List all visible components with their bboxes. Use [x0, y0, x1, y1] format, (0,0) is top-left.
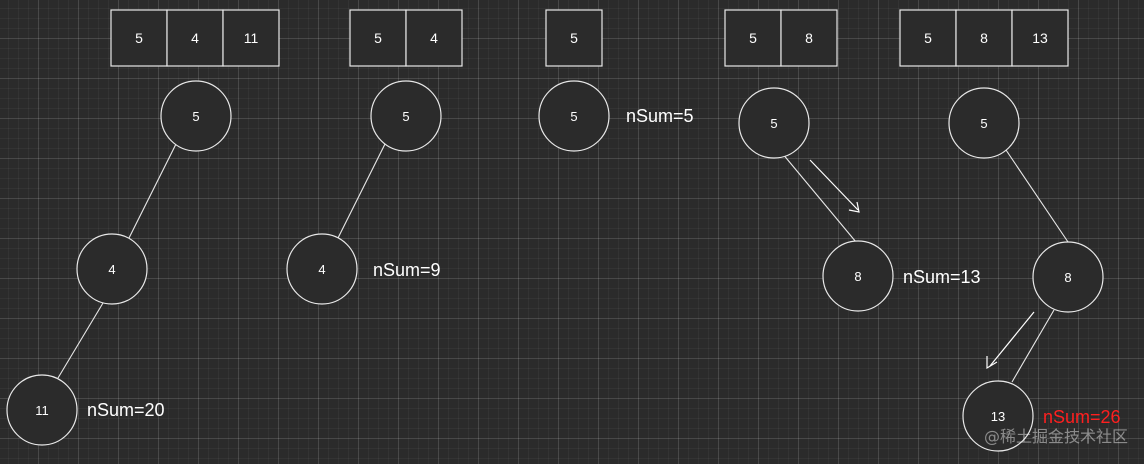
tree-node	[738, 87, 810, 159]
array-cell-value: 8	[805, 30, 813, 46]
tree-node-value: 5	[402, 109, 409, 124]
tree-node-value: 5	[770, 116, 777, 131]
array-cell-value: 5	[374, 30, 382, 46]
traversal-arrow	[986, 311, 1035, 370]
array-cell	[166, 9, 224, 67]
tree-node-value: 8	[854, 269, 861, 284]
tree-node	[822, 240, 894, 312]
tree-edge	[1005, 149, 1069, 243]
sum-label-highlight: nSum=26	[1043, 407, 1121, 427]
tree-node-value: 5	[192, 109, 199, 124]
sum-label: nSum=9	[373, 260, 441, 280]
tree-node	[1032, 241, 1104, 313]
watermark: @稀土掘金技术社区	[984, 427, 1128, 446]
tree-edge	[1011, 309, 1055, 383]
array-cell-value: 5	[749, 30, 757, 46]
array-cell	[222, 9, 280, 67]
tree-edge	[336, 143, 386, 241]
array-cell	[545, 9, 603, 67]
array-cell-value: 4	[191, 30, 199, 46]
array-cell	[405, 9, 463, 67]
panel-5: 5 8 13 5 8 13 nSum=26	[899, 9, 1121, 452]
sum-label: nSum=20	[87, 400, 165, 420]
path-array: 5 8	[724, 9, 838, 67]
tree-node-value: 4	[318, 262, 325, 277]
tree-node	[538, 80, 610, 152]
tree-edge	[781, 152, 857, 243]
panel-1: 5 4 11 5 4 11 nSum=20	[6, 9, 280, 446]
tree-node-value: 5	[980, 116, 987, 131]
tree-node-value: 5	[570, 109, 577, 124]
sum-label: nSum=5	[626, 106, 694, 126]
array-cell-value: 11	[244, 30, 259, 46]
tree-node	[76, 233, 148, 305]
array-cell	[780, 9, 838, 67]
tree-node-value: 11	[35, 403, 49, 418]
tree-node	[948, 87, 1020, 159]
array-cell	[1011, 9, 1069, 67]
tree-node	[160, 80, 232, 152]
path-array: 5 8 13	[899, 9, 1069, 67]
array-cell	[110, 9, 168, 67]
array-cell-value: 13	[1032, 30, 1048, 46]
path-array: 5 4 11	[110, 9, 280, 67]
tree-node	[370, 80, 442, 152]
array-cell-value: 5	[570, 30, 578, 46]
panel-4: 5 8 5 8 nSum=13	[724, 9, 981, 312]
path-array: 5	[545, 9, 603, 67]
path-array: 5 4	[349, 9, 463, 67]
panel-3: 5 5 nSum=5	[538, 9, 694, 152]
tree-node	[962, 380, 1034, 452]
array-cell-value: 4	[430, 30, 438, 46]
tree-node-value: 8	[1064, 270, 1071, 285]
array-cell	[349, 9, 407, 67]
tree-node	[6, 374, 78, 446]
tree-node	[286, 233, 358, 305]
panel-2: 5 4 5 4 nSum=9	[286, 9, 463, 305]
tree-edge	[127, 143, 177, 241]
array-cell-value: 8	[980, 30, 988, 46]
array-cell-value: 5	[924, 30, 932, 46]
tree-node-value: 13	[991, 409, 1005, 424]
array-cell-value: 5	[135, 30, 143, 46]
tree-edge	[57, 302, 104, 379]
tree-node-value: 4	[108, 262, 115, 277]
traversal-arrow	[809, 159, 860, 213]
sum-label: nSum=13	[903, 267, 981, 287]
